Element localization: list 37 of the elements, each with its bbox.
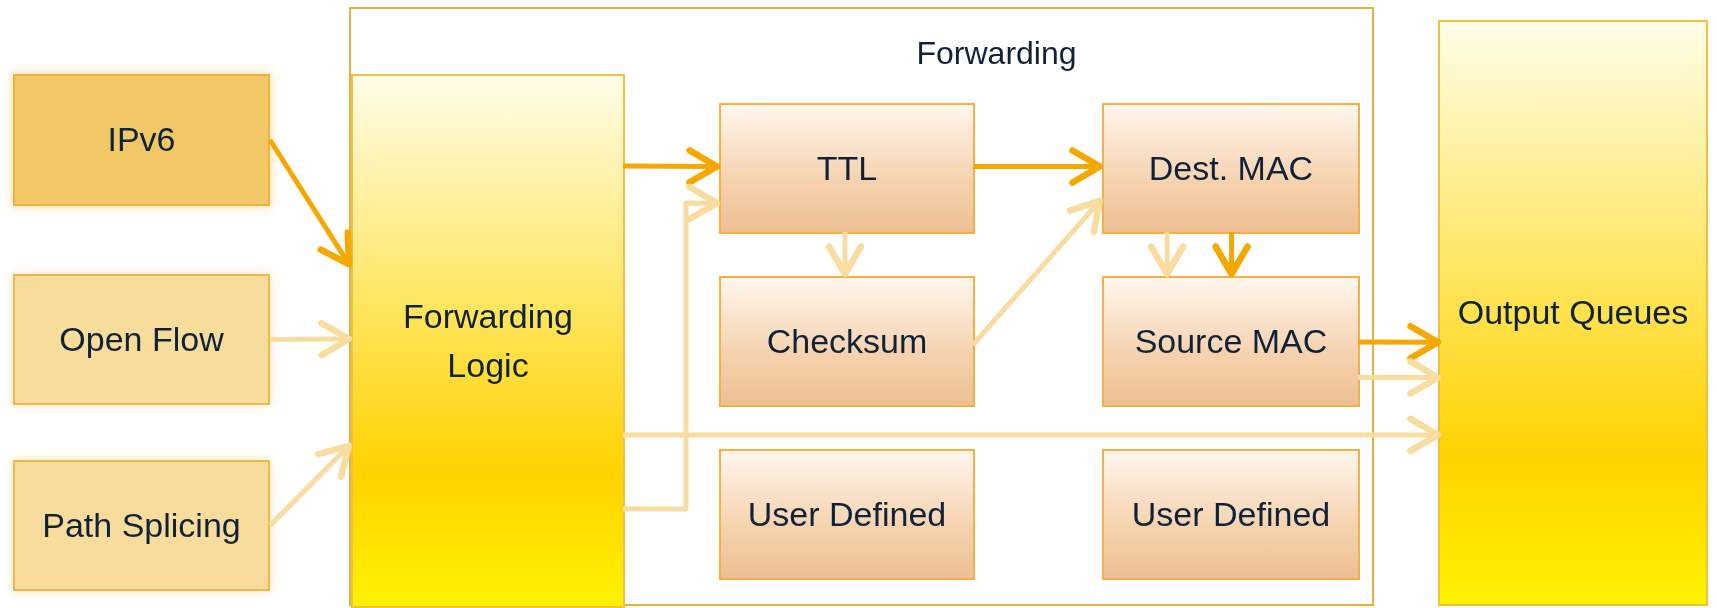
arrow: [1212, 232, 1251, 278]
arrow: [1147, 232, 1187, 278]
arrow: [623, 147, 721, 186]
input-box: [13, 274, 270, 405]
arrow: [267, 138, 353, 268]
process-box: [719, 449, 975, 580]
arrow: [973, 147, 1104, 186]
input-box: [13, 460, 270, 591]
box-label: Open Flow: [59, 318, 224, 360]
arrow: [623, 183, 721, 512]
box-label: Path Splicing: [42, 504, 241, 546]
group-frame: [349, 7, 1374, 606]
logic-block: [1438, 20, 1708, 606]
arrow: [971, 197, 1104, 347]
process-box: [1102, 449, 1360, 580]
arrow: [825, 232, 865, 278]
process-box: [719, 103, 975, 234]
box-label: User Defined: [747, 493, 947, 535]
box-label: Dest. MAC: [1148, 147, 1314, 189]
logic-block: [351, 74, 625, 608]
process-box: [1102, 103, 1360, 234]
box-label: User Defined: [1131, 493, 1331, 535]
process-box: [1102, 276, 1360, 407]
box-label: Checksum: [766, 320, 928, 362]
arrow: [1358, 358, 1442, 397]
box-label: Forwarding Logic: [401, 295, 575, 386]
box-label: Output Queues: [1457, 292, 1689, 334]
box-label: TTL: [816, 147, 878, 189]
group-title: Forwarding: [915, 37, 1078, 69]
process-box: [719, 276, 975, 407]
input-box: [13, 74, 270, 206]
box-label: Source MAC: [1134, 320, 1328, 362]
arrow: [623, 415, 1442, 455]
arrow: [1358, 323, 1442, 362]
arrow: [270, 319, 353, 359]
box-label: IPv6: [107, 119, 176, 161]
arrow: [268, 442, 353, 528]
